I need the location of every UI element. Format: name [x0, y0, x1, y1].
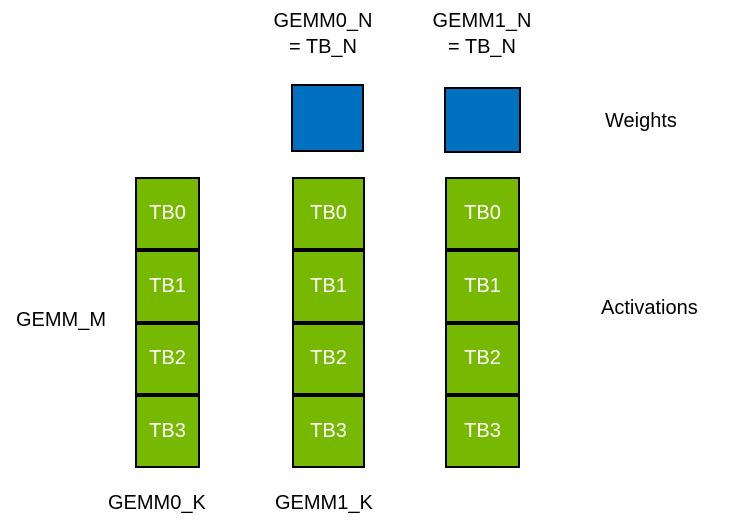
gemm-m-label: GEMM_M	[16, 309, 106, 331]
thread-block-tb0: TB0	[445, 177, 520, 250]
gemm1-k-label: GEMM1_K	[275, 492, 373, 514]
activations-column-3: TB0 TB1 TB2 TB3	[445, 177, 520, 468]
thread-block-tb3: TB3	[135, 395, 200, 468]
weights-label: Weights	[605, 110, 677, 132]
thread-block-tb1: TB1	[292, 249, 365, 323]
thread-block-tb0: TB0	[292, 177, 365, 250]
thread-block-tb1: TB1	[445, 249, 520, 323]
gemm0-k-label: GEMM0_K	[108, 492, 206, 514]
gemm0-weight-block	[291, 84, 364, 152]
activations-label: Activations	[601, 297, 698, 319]
gemm1-weight-block	[444, 87, 521, 153]
thread-block-tb1: TB1	[135, 249, 200, 323]
thread-block-tb3: TB3	[292, 395, 365, 468]
gemm1-n-label-line1: GEMM1_N	[432, 10, 532, 32]
gemm0-n-label: GEMM0_N = TB_N	[274, 8, 373, 60]
gemm0-n-label-line1: GEMM0_N	[273, 10, 373, 32]
thread-block-tb2: TB2	[135, 322, 200, 396]
thread-block-tb2: TB2	[445, 322, 520, 396]
gemm1-n-label-line2: = TB_N	[448, 36, 516, 58]
thread-block-tb0: TB0	[135, 177, 200, 250]
gemm1-n-label: GEMM1_N = TB_N	[433, 8, 532, 60]
activations-column-2: TB0 TB1 TB2 TB3	[292, 177, 365, 468]
activations-column-1: TB0 TB1 TB2 TB3	[135, 177, 200, 468]
thread-block-tb2: TB2	[292, 322, 365, 396]
thread-block-tb3: TB3	[445, 395, 520, 468]
gemm0-n-label-line2: = TB_N	[289, 36, 357, 58]
